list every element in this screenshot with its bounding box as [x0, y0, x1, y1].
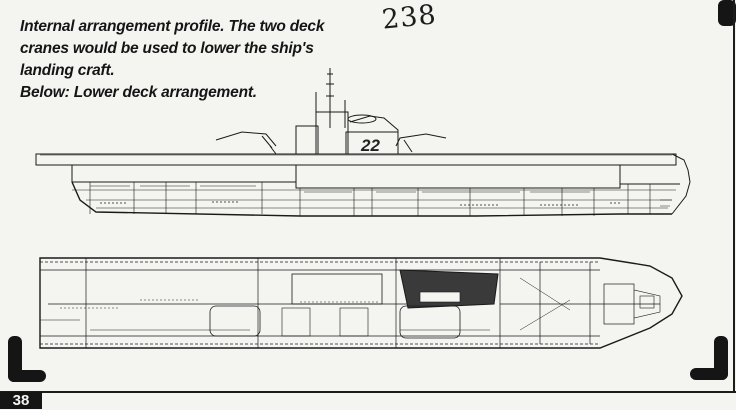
- caption-line: Below: Lower deck arrangement.: [20, 84, 257, 101]
- page-number: 38: [0, 392, 42, 409]
- figure-caption: Internal arrangement profile. The two de…: [20, 16, 350, 104]
- right-border-rule: [733, 0, 735, 392]
- hull-number: 22: [360, 136, 380, 155]
- page-rule: [0, 391, 736, 393]
- lower-deck-plan-drawing: [39, 257, 683, 349]
- caption-line: landing craft.: [20, 62, 115, 79]
- corner-mark-right-foot: [690, 368, 728, 380]
- corner-mark-top-right: [718, 0, 736, 26]
- caption-line: cranes would be used to lower the ship's: [20, 40, 314, 57]
- internal-profile-drawing: [35, 68, 691, 217]
- corner-mark-left-foot: [8, 370, 46, 382]
- caption-line: Internal arrangement profile. The two de…: [20, 18, 325, 35]
